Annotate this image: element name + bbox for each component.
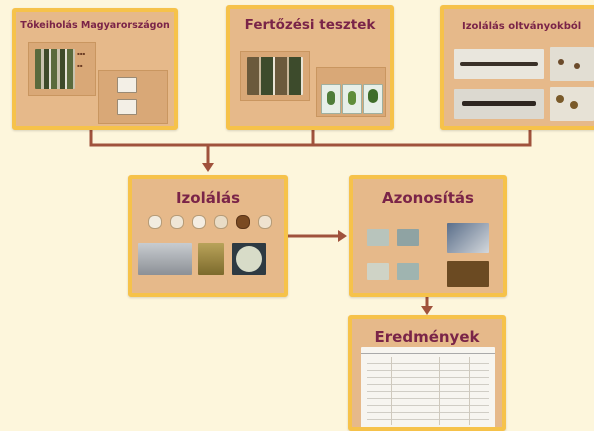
lab-photo — [138, 243, 192, 275]
petri-plate-photo — [232, 243, 266, 275]
box-izolalas-oltvanyokbol-title: Izolálás oltványokból — [462, 21, 582, 32]
micro-photo-1 — [367, 229, 389, 246]
box2-photo-panel-right — [316, 67, 386, 117]
gel-photo — [447, 261, 489, 287]
box-tokeiholas[interactable]: Tőkeiholás Magyarországon ▪▪▪ ▪▪ — [12, 8, 178, 130]
box2-plant-photo-2 — [342, 84, 362, 114]
box2-photo-panel-left — [240, 51, 310, 101]
petri-dish-6 — [258, 215, 272, 229]
petri-dish-row — [148, 215, 278, 229]
box1-chart-top — [117, 77, 137, 93]
box-eredmenyek[interactable]: Eredmények — [348, 315, 506, 431]
petri-dish-1 — [148, 215, 162, 229]
box2-photo-grid — [247, 57, 303, 95]
box-fertozesi-tesztek[interactable]: Fertőzési tesztek — [226, 5, 394, 130]
top-collector-line — [89, 118, 532, 147]
box-izolalas-title: Izolálás — [175, 189, 241, 207]
box1-photo-grid — [35, 49, 75, 89]
box1-chart-panel — [98, 70, 168, 124]
results-table-image — [361, 347, 495, 427]
box-izolalas-oltvanyokbol[interactable]: Izolálás oltványokból — [440, 5, 594, 130]
box2-plant-photo-1 — [321, 84, 341, 114]
petri-dish-3 — [192, 215, 206, 229]
arrow-head-down-1 — [202, 163, 214, 172]
box1-chart-bottom — [117, 99, 137, 115]
micro-photo-3 — [367, 263, 389, 280]
box3-root-photo-1 — [454, 49, 544, 79]
micro-photo-4 — [397, 263, 419, 280]
box1-note-2: ▪▪ — [77, 63, 83, 68]
petri-dish-2 — [170, 215, 184, 229]
box3-root-photo-2 — [454, 89, 544, 119]
box2-plant-photo-3 — [363, 84, 383, 114]
box-tokeiholas-title: Tőkeiholás Magyarországon — [20, 20, 170, 31]
micro-photo-2 — [397, 229, 419, 246]
petri-dish-4 — [214, 215, 228, 229]
box3-photo-small-2 — [550, 87, 594, 121]
box-fertozesi-tesztek-title: Fertőzési tesztek — [244, 17, 376, 33]
box-azonositas[interactable]: Azonosítás — [349, 175, 507, 297]
box-eredmenyek-title: Eredmények — [374, 328, 480, 346]
culture-tubes-photo — [198, 243, 224, 275]
box-azonositas-title: Azonosítás — [382, 189, 474, 207]
petri-dish-5 — [236, 215, 250, 229]
box-izolalas[interactable]: Izolálás — [128, 175, 288, 297]
arrow-head-right — [338, 230, 347, 242]
arrow-head-down-2 — [421, 306, 433, 315]
box1-note-1: ▪▪▪ — [77, 51, 86, 56]
lab-equipment-photo — [447, 223, 489, 253]
box1-photo-panel: ▪▪▪ ▪▪ — [28, 42, 96, 96]
box3-photo-small-1 — [550, 47, 594, 81]
